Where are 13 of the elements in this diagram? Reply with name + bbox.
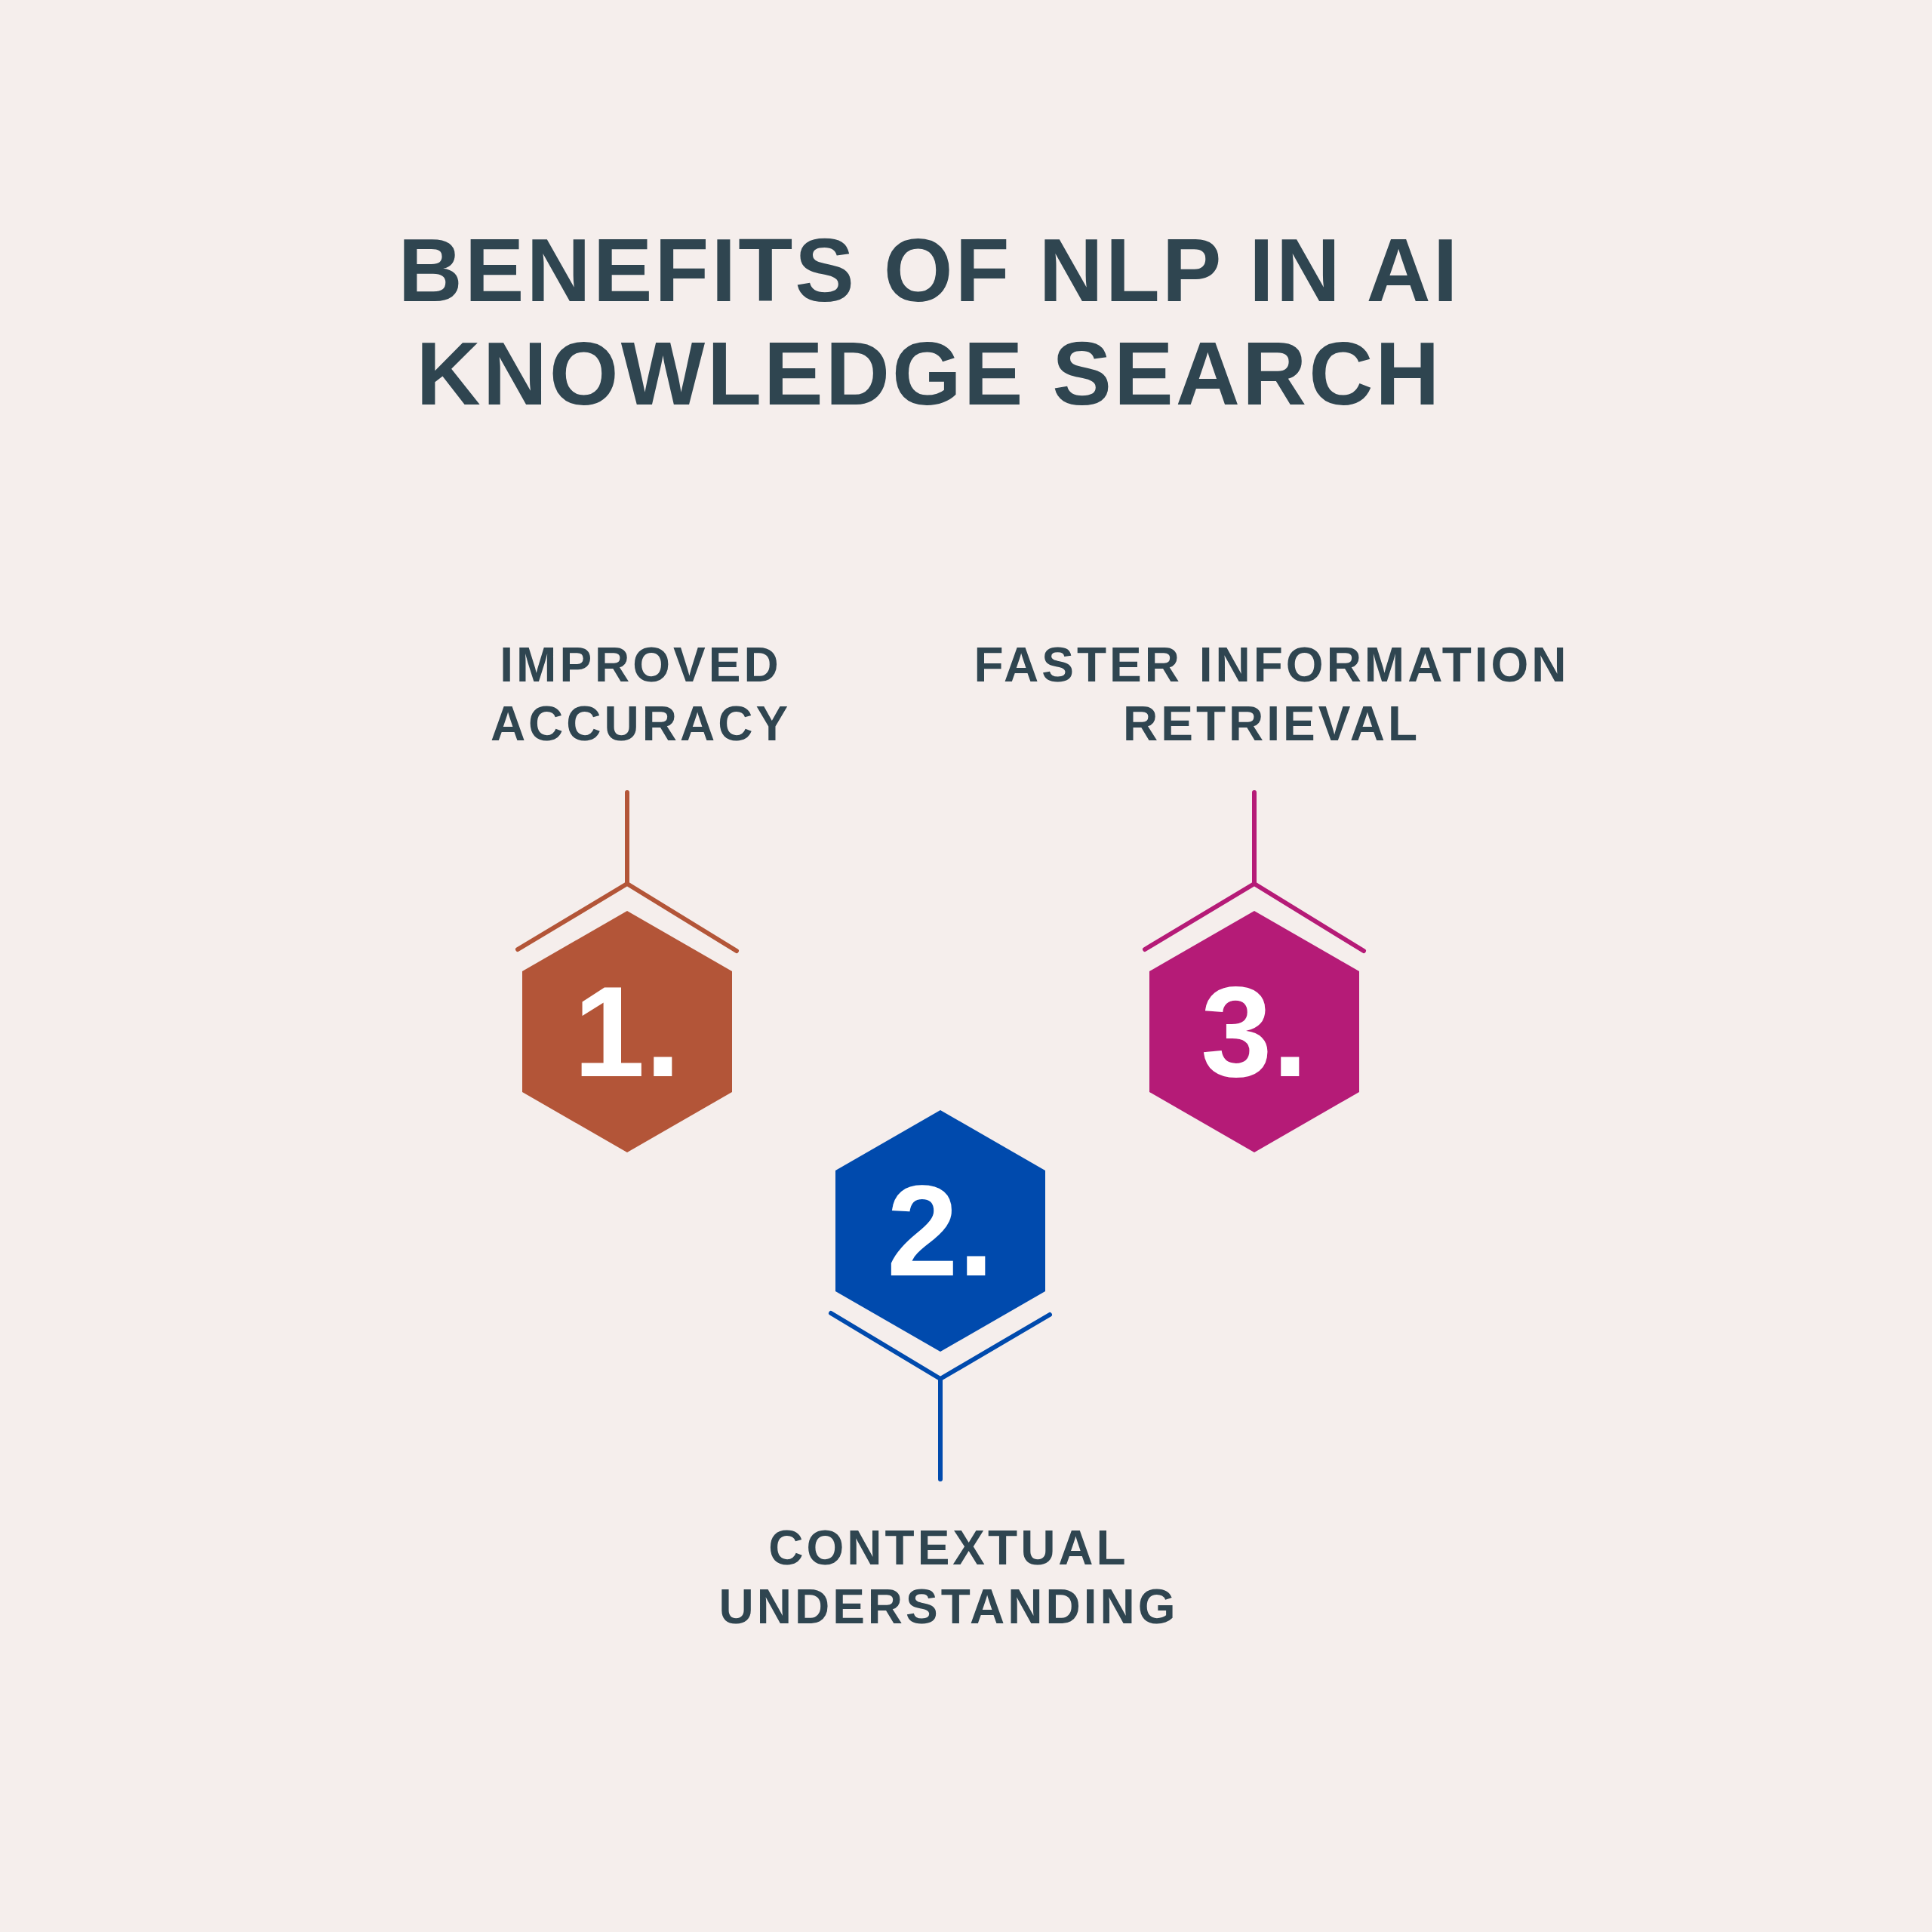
benefit-label: FASTER INFORMATION RETRIEVAL <box>932 635 1611 753</box>
benefit-label: IMPROVED ACCURACY <box>445 635 837 753</box>
hexagon-badge <box>522 911 732 1152</box>
benefit-label: CONTEXTUAL UNDERSTANDING <box>685 1518 1213 1636</box>
connector-line <box>829 1311 1052 1481</box>
step-number: 2. <box>886 1163 995 1299</box>
step-number: 3. <box>1200 964 1309 1100</box>
title: BENEFITS OF NLP IN AI KNOWLEDGE SEARCH <box>397 220 1461 425</box>
step-number: 1. <box>573 964 681 1100</box>
connector-line <box>515 790 739 953</box>
connector-line <box>1143 790 1366 953</box>
hexagon-badge <box>1149 911 1359 1152</box>
hexagon-badge <box>835 1110 1045 1352</box>
